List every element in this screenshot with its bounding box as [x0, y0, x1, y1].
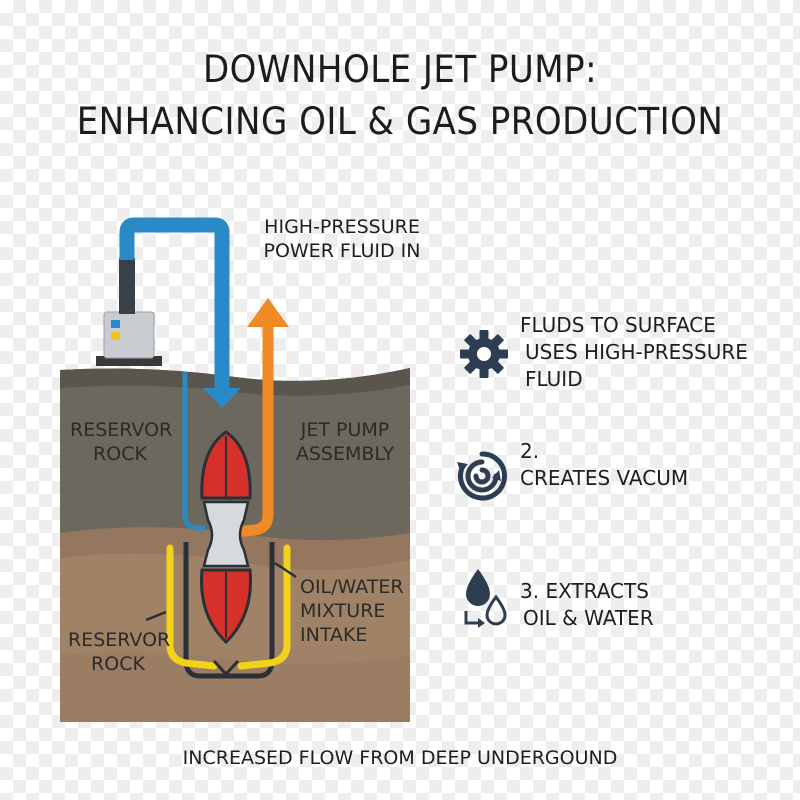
swirl-icon: [457, 451, 507, 501]
gear-icon: [460, 330, 508, 378]
step-3-line-2: OIL & WATER: [523, 606, 654, 630]
title-line-1: DOWNHOLE JET PUMP:: [202, 48, 598, 91]
droplets-icon: [464, 569, 507, 628]
leader-lines: [145, 561, 297, 622]
reservoir-rock-lower-label: RESERVOR ROCK: [68, 628, 171, 676]
jet-pump-assembly-line-1: JET PUMP: [300, 419, 390, 441]
jet-pump-assembly-label: JET PUMP ASSEMBLY: [290, 418, 400, 466]
step-1-line-3: FLUID: [525, 367, 583, 391]
jet-pump-body: [183, 430, 275, 679]
step-2-line-2: CREATES VACUM: [520, 466, 689, 490]
step-1-text: FLUDS TO SURFACE USES HIGH-PRESSURE FLUI…: [520, 312, 748, 393]
step-3-text: 3. EXTRACTS OIL & WATER: [520, 578, 654, 632]
intake-arms: [166, 544, 291, 670]
reservoir-rock-upper-label: RESERVOR ROCK: [70, 418, 173, 466]
surface-pump-unit: [96, 258, 162, 366]
reservoir-rock-upper-line-2: ROCK: [93, 443, 147, 465]
step-1-line-1: FLUDS TO SURFACE: [520, 313, 716, 337]
step-3-line-1: 3. EXTRACTS: [520, 579, 649, 603]
step-1-line-2: USES HIGH-PRESSURE: [525, 340, 748, 364]
reservoir-rock-upper-line-1: RESERVOR: [70, 419, 173, 441]
footer-caption: INCREASED FLOW FROM DEEP UNDERGOUND: [182, 747, 618, 769]
power-fluid-pipe: [119, 217, 241, 531]
reservoir-rock-lower-line-2: ROCK: [91, 653, 145, 675]
power-fluid-label-line-1: HIGH-PRESSURE: [264, 216, 420, 238]
oil-water-intake-line-2: MIXTURE: [300, 600, 386, 622]
step-2-line-1: 2.: [520, 439, 540, 463]
title-line-2: ENHANCING OIL & GAS PRODUCTION: [76, 100, 724, 143]
oil-water-intake-line-1: OIL/WATER: [300, 576, 404, 598]
power-fluid-label-line-2: POWER FLUID IN: [263, 240, 421, 262]
oil-water-intake-line-3: INTAKE: [300, 624, 368, 646]
step-2-text: 2. CREATES VACUM: [520, 438, 688, 492]
jet-pump-assembly-line-2: ASSEMBLY: [295, 443, 395, 465]
production-return-arrow: [235, 298, 289, 538]
power-fluid-label: HIGH-PRESSURE POWER FLUID IN: [262, 215, 422, 263]
oil-water-intake-label: OIL/WATER MIXTURE INTAKE: [300, 575, 410, 647]
reservoir-rock-lower-line-1: RESERVOR: [68, 629, 171, 651]
